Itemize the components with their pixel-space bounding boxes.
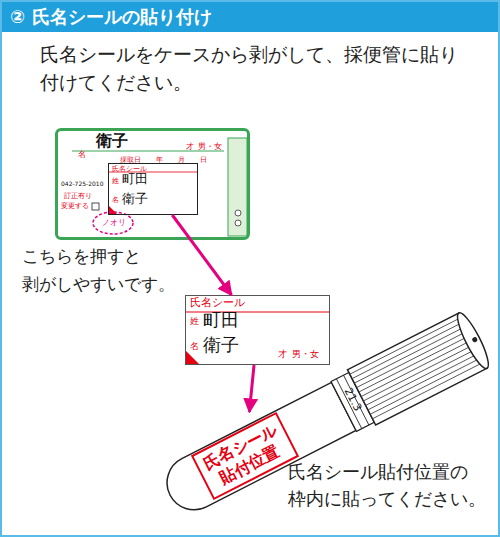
tube-label-frame: 氏名シール 貼付位置 [191, 412, 299, 500]
sample-tube [156, 310, 493, 523]
title-band [0, 0, 500, 32]
node-text: 日 [200, 156, 207, 164]
node-text: 氏名シール 貼付位置 [195, 417, 295, 494]
node-text: 名 [112, 196, 119, 204]
node-text: 姓 [112, 177, 119, 185]
press-circle [93, 212, 133, 234]
node-text: 名 [190, 341, 199, 351]
node-text: 才 [278, 349, 287, 359]
node-text: 町田 [203, 310, 239, 331]
checkbox [92, 203, 99, 210]
node-text: 男・女 [292, 349, 319, 359]
callout-note: こちらを押すと 剥がしやすいです。 [22, 242, 197, 298]
node-text: 衛子 [203, 335, 239, 356]
peel-corner [108, 205, 118, 215]
case-dot [235, 220, 241, 226]
title-text: ② 氏名シールの貼り付け [10, 5, 212, 29]
case-background [55, 128, 250, 240]
node-text: 変更する [61, 202, 89, 210]
node-text: 男・女 [198, 142, 222, 151]
node-text: 訂正有り [64, 192, 92, 200]
node-text: 姓 [190, 316, 199, 326]
arrow-connector [249, 365, 254, 412]
press-mark: ノオリ [102, 217, 126, 228]
cap-dot [471, 336, 478, 343]
node-text: 才 [186, 142, 194, 151]
instruction-text: 氏名シールをケースから剥がして、採便管に貼り付けてください。 [40, 40, 465, 96]
node-text: 名 [78, 150, 86, 159]
tube-number: 21.3 [340, 383, 365, 416]
node-text: 衛子 [122, 192, 148, 207]
peel-corner [185, 350, 200, 365]
node-text: 町田 [122, 172, 148, 187]
node-text: 042-725-2010 [61, 181, 104, 188]
sticker-background [185, 295, 330, 365]
case-sticker: 氏名シール姓町田名衛子 [108, 163, 198, 215]
peeled-sticker: 氏名シール姓町田名衛子才男・女 [185, 295, 330, 365]
node-text: 衛子 [96, 132, 128, 150]
cap-end [453, 310, 494, 372]
label-case: 衛子名採取日年月日才男・女042-725-2010訂正有り変更する氏名シール姓町… [55, 128, 250, 240]
case-tab [228, 138, 247, 236]
arrow-connector [172, 215, 231, 295]
placement-note: 氏名シール貼付位置の 枠内に貼ってください。 [288, 458, 493, 512]
case-dot [235, 210, 241, 216]
node-text: 氏名シール [190, 297, 245, 310]
